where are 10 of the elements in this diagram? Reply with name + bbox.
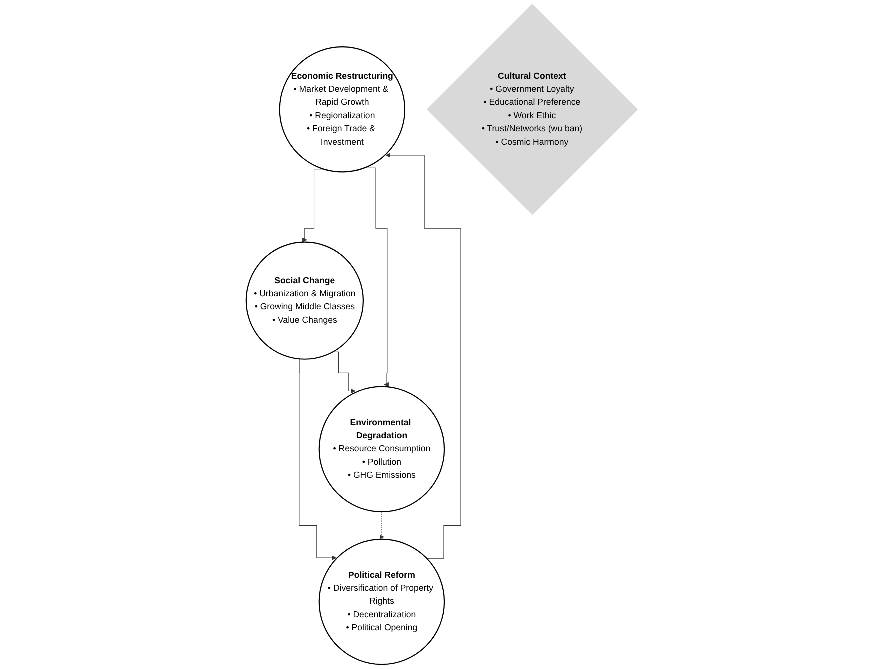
arrow xyxy=(299,358,337,560)
node-circle: Social Change • Urbanization & Migration • Growing Middle Classes • Value Changes xyxy=(246,242,364,360)
arrow xyxy=(302,169,324,243)
arrow xyxy=(386,153,462,559)
arrow xyxy=(379,512,384,540)
node-circle: Political Reform • Diversification of Property Rights • Decentralization • Political Opening xyxy=(318,538,445,666)
node-diamond: Cultural Context • Government Loyalty • Educational Preference • Work Ethic • Trust/Networks (wu ban) • Cosmic Harmony xyxy=(426,4,638,216)
arrow xyxy=(332,352,356,394)
node-circle: Economic Restructuring • Market Development & Rapid Growth • Regionalization • Foreign Trade & Investment xyxy=(279,46,406,173)
node-circle: Environmental Degradation • Resource Consumption • Pollution • GHG Emissions xyxy=(318,386,445,513)
